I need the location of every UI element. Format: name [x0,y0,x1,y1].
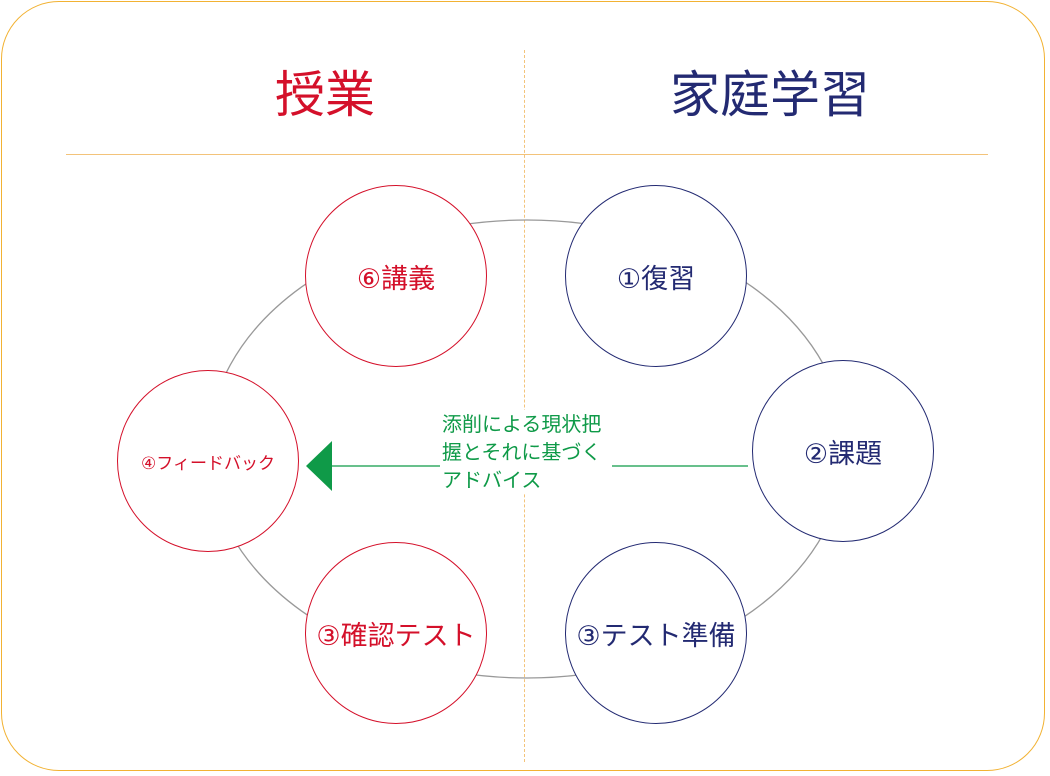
heading-home-study: 家庭学習 [670,66,870,124]
arrow-head [306,441,332,491]
step-feedback: ④フィードバック [117,370,299,552]
step-check-test-label: ③確認テスト [316,620,476,652]
step-lecture-label: ⑥講義 [356,263,436,295]
step-review: ①復習 [565,185,747,367]
step-feedback-label: ④フィードバック [141,453,275,474]
arrow-note: 添削による現状把握とそれに基づくアドバイス [440,410,612,494]
header-divider [66,154,988,155]
step-test-prep-label: ③テスト準備 [576,620,736,652]
step-check-test: ③確認テスト [305,542,487,724]
step-test-prep: ③テスト準備 [565,542,747,724]
step-review-label: ①復習 [616,263,696,295]
step-assignment: ②課題 [752,360,934,542]
step-lecture: ⑥講義 [305,185,487,367]
step-assignment-label: ②課題 [803,438,883,470]
center-divider [524,50,525,762]
heading-lesson: 授業 [275,66,375,124]
